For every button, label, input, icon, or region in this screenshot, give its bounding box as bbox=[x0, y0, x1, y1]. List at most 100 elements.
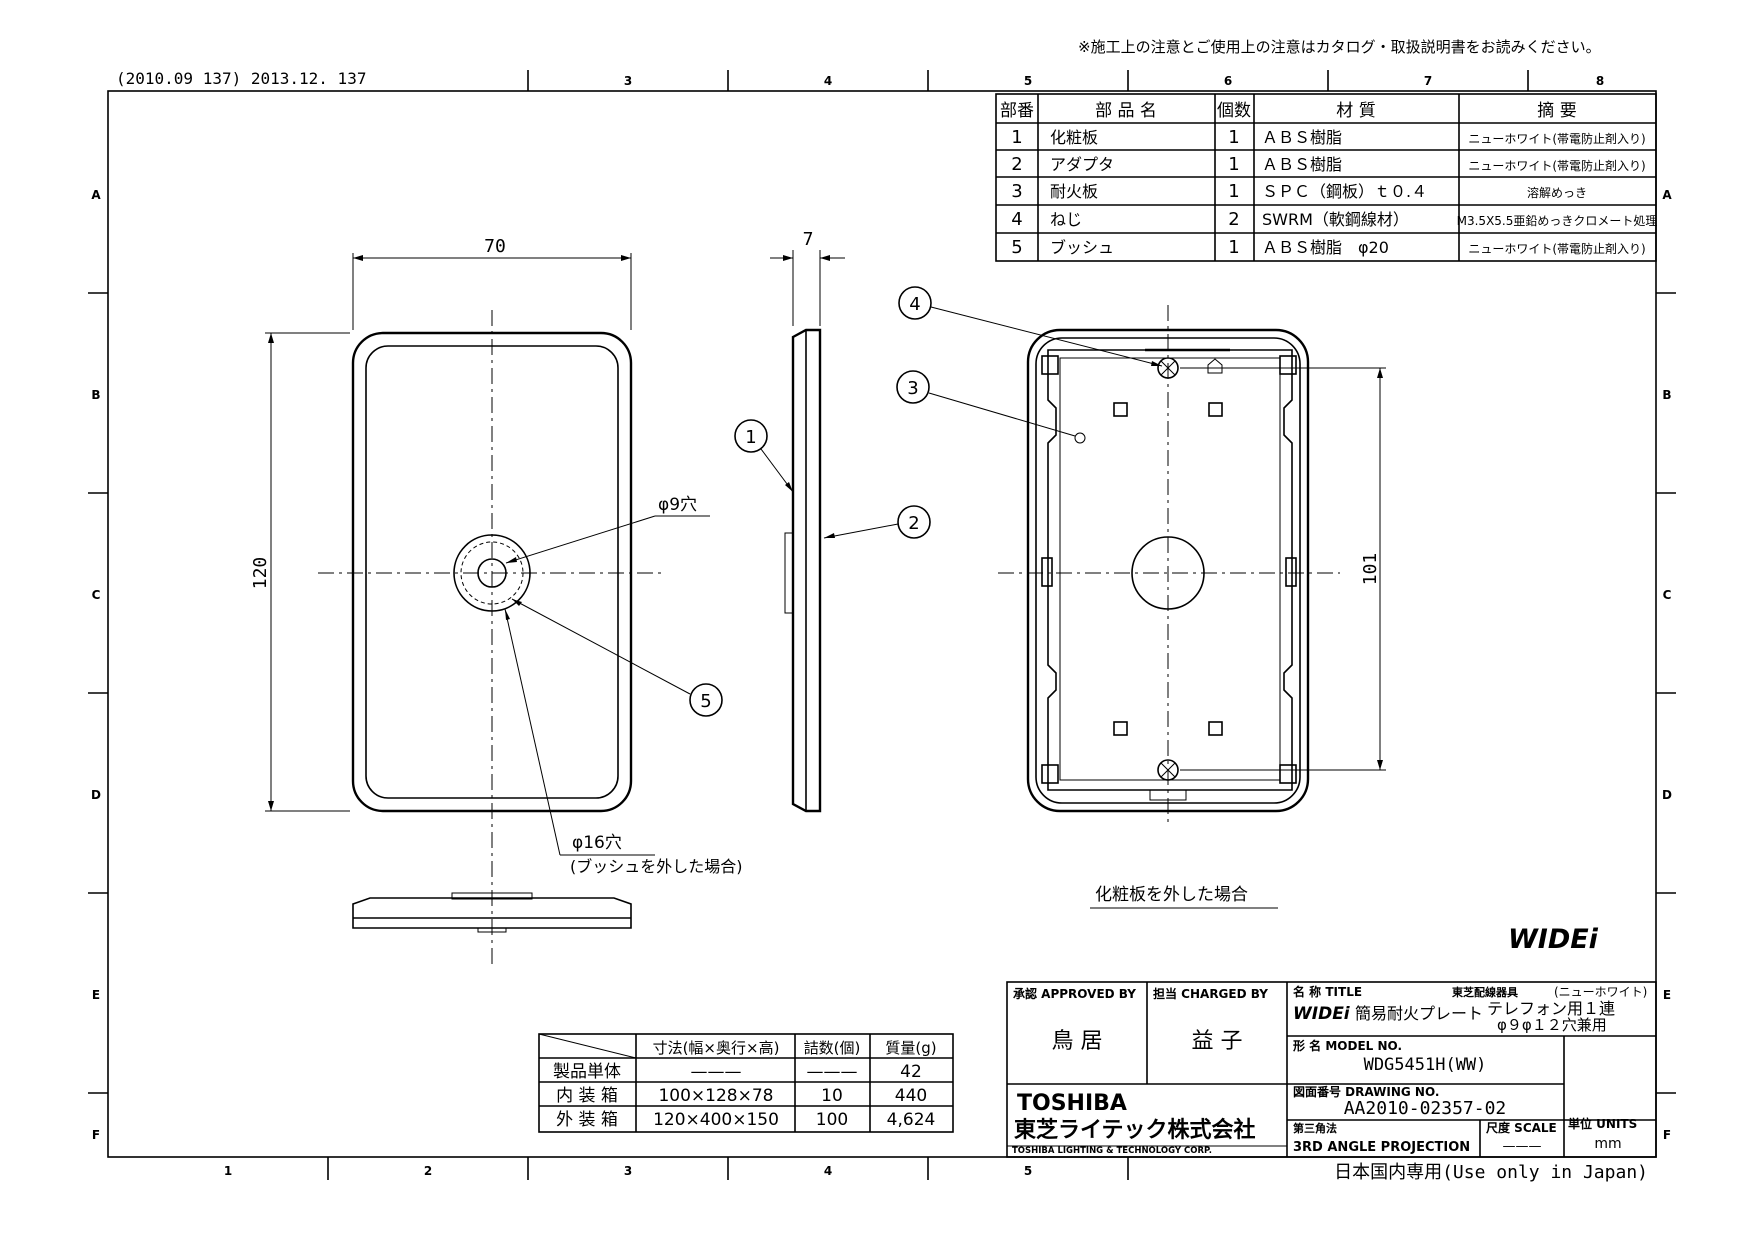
parts-cell: 2 bbox=[1228, 209, 1239, 230]
balloon-3 bbox=[896, 370, 1076, 437]
dim-inner-label: 101 bbox=[1360, 553, 1381, 586]
grid-col-top: 8 bbox=[1596, 74, 1604, 88]
hole-large-label: φ16穴 bbox=[572, 833, 622, 853]
projection-value: 3RD ANGLE PROJECTION bbox=[1293, 1140, 1470, 1155]
packing-cell: 外 装 箱 bbox=[556, 1110, 618, 1130]
grid-col-bottom: 1 bbox=[224, 1164, 232, 1178]
toshiba-logo: TOSHIBA bbox=[1017, 1091, 1127, 1116]
grid-col-top: 4 bbox=[824, 74, 832, 88]
drawing-value: AA2010-02357-02 bbox=[1344, 1098, 1507, 1119]
parts-cell: 耐火板 bbox=[1050, 182, 1098, 201]
title-line1b: テレフォン用１連 bbox=[1487, 999, 1615, 1018]
grid-col-top: 5 bbox=[1024, 74, 1032, 88]
parts-cell: SWRM（軟鋼線材） bbox=[1262, 210, 1409, 229]
dim-height bbox=[265, 332, 350, 812]
grid-col-bottom: 3 bbox=[624, 1164, 632, 1178]
parts-cell: ＡＢＳ樹脂 φ20 bbox=[1262, 238, 1389, 257]
balloon-1-label: 1 bbox=[745, 427, 756, 448]
charged-label: 担当 CHARGED BY bbox=[1153, 986, 1268, 1001]
grid-row-left: C bbox=[92, 588, 101, 602]
hole-small-label: φ9穴 bbox=[658, 495, 697, 515]
title-maker: 東芝配線器具 bbox=[1452, 985, 1518, 999]
packing-cell: 内 装 箱 bbox=[556, 1086, 618, 1106]
parts-cell: 4 bbox=[1011, 209, 1022, 230]
parts-cell: アダプタ bbox=[1050, 155, 1114, 174]
parts-cell: 溶解めっき bbox=[1527, 185, 1587, 200]
grid-row-left: D bbox=[91, 788, 101, 802]
rear-view-caption: 化粧板を外した場合 bbox=[1095, 885, 1248, 905]
grid-col-bottom: 4 bbox=[824, 1164, 832, 1178]
dim-inner bbox=[1180, 367, 1386, 771]
balloon-4 bbox=[898, 286, 1163, 367]
scale-label: 尺度 SCALE bbox=[1486, 1120, 1557, 1135]
company-name-en: TOSHIBA LIGHTING & TECHNOLOGY CORP. bbox=[1012, 1146, 1212, 1156]
balloon-2-label: 2 bbox=[908, 513, 919, 534]
packing-cell: 120×400×150 bbox=[653, 1110, 779, 1130]
front-view bbox=[318, 310, 664, 965]
parts-header: 摘 要 bbox=[1537, 101, 1576, 121]
grid-col-top: 6 bbox=[1224, 74, 1232, 88]
units-value: mm bbox=[1594, 1136, 1621, 1152]
model-label: 形 名 MODEL NO. bbox=[1293, 1038, 1402, 1053]
grid-col-bottom: 2 bbox=[424, 1164, 432, 1178]
hole-large-leader bbox=[504, 608, 655, 856]
dim-depth bbox=[770, 250, 845, 326]
projection-label: 第三角法 bbox=[1293, 1121, 1337, 1135]
balloon-2 bbox=[823, 505, 931, 539]
parts-header: 部 品 名 bbox=[1095, 101, 1157, 121]
packing-cell: ——— bbox=[807, 1062, 858, 1082]
packing-cell: 440 bbox=[895, 1086, 927, 1106]
parts-cell: 1 bbox=[1228, 237, 1239, 258]
parts-header: 部番 bbox=[1000, 101, 1034, 121]
parts-cell: ブッシュ bbox=[1050, 238, 1114, 257]
grid-row-right: D bbox=[1662, 788, 1672, 802]
parts-cell: ＳＰＣ（鋼板）ｔ０.４ bbox=[1262, 182, 1427, 201]
balloon-5 bbox=[511, 598, 723, 717]
rear-view bbox=[998, 305, 1340, 825]
revision-note: (2010.09 137) 2013.12. 137 bbox=[116, 69, 366, 88]
title-logo: WIDEi bbox=[1293, 1004, 1351, 1024]
model-value: WDG5451H(WW) bbox=[1364, 1055, 1487, 1075]
parts-cell: 5 bbox=[1011, 237, 1022, 258]
parts-cell: 1 bbox=[1011, 127, 1022, 148]
grid-row-left: F bbox=[92, 1128, 100, 1142]
packing-cell: ——— bbox=[691, 1062, 742, 1082]
packing-cell: 42 bbox=[900, 1062, 922, 1082]
packing-cell: 100 bbox=[816, 1110, 848, 1130]
drawing-label: 図面番号 DRAWING NO. bbox=[1293, 1084, 1439, 1099]
balloon-5-label: 5 bbox=[700, 691, 711, 712]
widei-logo: WIDEi bbox=[1508, 924, 1599, 955]
balloon-4-label: 4 bbox=[909, 294, 920, 315]
units-label: 単位 UNITS bbox=[1568, 1116, 1637, 1131]
hole-large-note: (ブッシュを外した場合) bbox=[570, 857, 743, 876]
dim-width bbox=[352, 253, 632, 330]
title-color: (ニューホワイト) bbox=[1554, 985, 1647, 999]
bottom-view bbox=[352, 892, 632, 933]
grid-row-left: E bbox=[92, 988, 100, 1002]
parts-cell: 1 bbox=[1228, 127, 1239, 148]
packing-header: 寸法(幅×奥行×高) bbox=[653, 1039, 780, 1057]
packing-header: 詰数(個) bbox=[804, 1039, 861, 1057]
parts-cell: 3 bbox=[1011, 181, 1022, 202]
parts-cell: ニューホワイト(帯電防止剤入り) bbox=[1468, 158, 1645, 173]
parts-header: 個数 bbox=[1217, 101, 1251, 121]
packing-table bbox=[538, 1033, 954, 1133]
parts-table bbox=[995, 93, 1657, 262]
title-block bbox=[1006, 981, 1657, 1158]
title-line1a: 簡易耐火プレート bbox=[1355, 1004, 1483, 1023]
grid-row-right: C bbox=[1663, 588, 1672, 602]
balloon-1 bbox=[734, 419, 794, 493]
grid-col-top: 3 bbox=[624, 74, 632, 88]
parts-cell: 1 bbox=[1228, 181, 1239, 202]
grid-row-left: A bbox=[91, 188, 101, 202]
parts-cell: M3.5X5.5亜鉛めっきクロメート処理 bbox=[1457, 214, 1658, 228]
grid-row-left: B bbox=[91, 388, 100, 402]
packing-cell: 4,624 bbox=[887, 1110, 936, 1130]
domestic-use-note: 日本国内専用(Use only in Japan) bbox=[1334, 1162, 1648, 1183]
company-name-jp: 東芝ライテック株式会社 bbox=[1014, 1117, 1256, 1143]
approved-label: 承認 APPROVED BY bbox=[1013, 986, 1136, 1001]
dim-width-label: 70 bbox=[484, 236, 506, 257]
charged-name: 益 子 bbox=[1192, 1029, 1243, 1054]
parts-cell: ニューホワイト(帯電防止剤入り) bbox=[1468, 241, 1645, 256]
